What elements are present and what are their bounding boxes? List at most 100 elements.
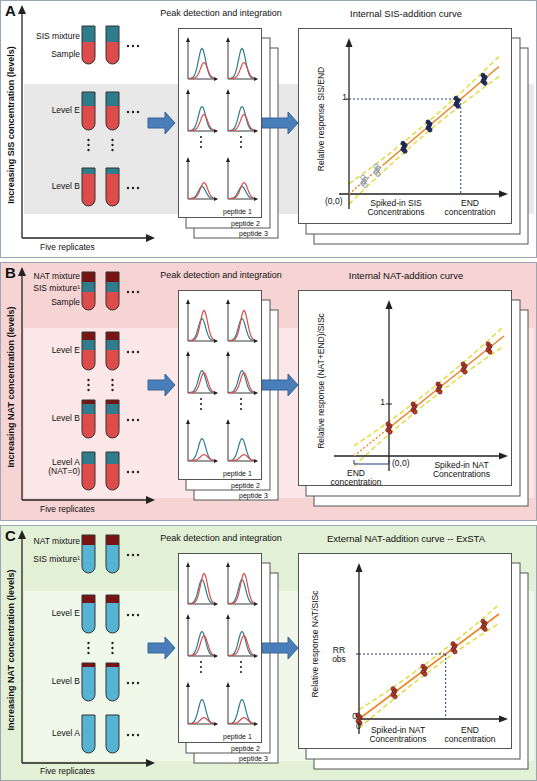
axis-title: Increasing NAT concentration (levels) (4, 535, 18, 765)
annotation: END concentration (439, 726, 501, 745)
tube-fill (82, 545, 95, 581)
ellipsis-dot (200, 408, 202, 410)
data-point (376, 172, 380, 176)
axis (22, 762, 148, 763)
tube-fill (106, 174, 119, 214)
tube (106, 92, 119, 130)
ellipsis-dot (240, 671, 242, 673)
guide-line (359, 654, 446, 655)
arrowhead (18, 5, 26, 14)
chromatogram-axes (228, 616, 257, 656)
nat-peak (189, 636, 214, 656)
axis-title: Spiked-in NAT Concentrations (361, 726, 435, 745)
nat-peak (229, 183, 254, 199)
tube-fill (82, 715, 95, 761)
nat-peak (229, 636, 254, 656)
data-point (393, 695, 397, 699)
arrowhead (186, 562, 190, 567)
peptide-label: peptide 2 (231, 482, 260, 490)
ellipsis-dot (127, 471, 129, 473)
ellipsis-dot (132, 614, 134, 616)
tube-fill (82, 603, 95, 639)
curve-panel: Internal SIS-addition curveRelative resp… (298, 28, 512, 224)
calibration-plot (299, 291, 513, 487)
arrowhead (226, 89, 230, 94)
tube (82, 26, 95, 64)
tube-fill (82, 452, 95, 464)
annotation: END concentration (439, 199, 501, 218)
ellipsis-dot (200, 671, 202, 673)
ellipsis-dot (111, 144, 113, 146)
nat-peak (229, 115, 254, 131)
peptide-label: peptide 1 (223, 733, 252, 741)
ellipsis-dot (240, 398, 242, 400)
chromatogram-axes (188, 353, 217, 393)
tube-fill (106, 340, 119, 350)
arrowhead (186, 351, 190, 356)
ellipsis-dot (127, 187, 129, 189)
ellipsis-dot (137, 291, 139, 293)
arrowhead (186, 614, 190, 619)
chromatogram-axes (228, 353, 257, 393)
data-point (388, 430, 392, 434)
origin-label: (0,0) (325, 197, 342, 206)
peptide-label: peptide 1 (223, 208, 252, 216)
ellipsis-dot (137, 614, 139, 616)
axis-title: Five replicates (40, 243, 95, 252)
arrowhead (186, 37, 190, 42)
axis (21, 537, 22, 763)
confidence-band (354, 326, 504, 446)
tube-fill (82, 168, 95, 174)
regression-line (389, 336, 504, 428)
peak-panel: Peak detection and integrationpeptide 1p… (178, 553, 262, 743)
arrowhead (18, 530, 26, 539)
nat-peak (229, 455, 254, 461)
calibration-plot (299, 29, 513, 225)
nat-peak (189, 455, 214, 461)
tube-fill (82, 663, 95, 667)
tube-fill (82, 595, 95, 603)
chromatogram-axes (188, 159, 217, 199)
arrowhead (499, 191, 508, 198)
tube-fill (106, 26, 119, 42)
ellipsis-dot (240, 403, 242, 405)
level-label: Level B (22, 182, 80, 191)
block-arrow (262, 637, 298, 659)
level-label: Level A (NAT=0) (26, 458, 80, 477)
data-point (483, 81, 487, 85)
ellipsis-dot (111, 652, 113, 654)
arrowhead (214, 339, 218, 343)
guide-line (349, 99, 461, 100)
block-arrow (262, 112, 298, 134)
chromatogram-axes (188, 684, 217, 724)
tube (82, 535, 95, 573)
ellipsis-dot (132, 45, 134, 47)
guide-line (445, 654, 446, 719)
panel-title: Internal NAT-addition curve (299, 271, 513, 281)
ellipsis-dot (127, 291, 129, 293)
data-point (456, 104, 460, 108)
panel: APeak detection and integrationpeptide 1… (0, 0, 537, 258)
data-point (483, 627, 487, 631)
axis-title: Spiked-in SIS Concentrations (357, 199, 435, 218)
nat-peak (229, 373, 254, 393)
tube-fill (106, 545, 119, 581)
sis-peak (189, 632, 214, 656)
arrowhead (214, 602, 218, 606)
tube-fill (106, 663, 119, 667)
level-label: Level B (22, 677, 80, 686)
label: Sample (22, 50, 80, 59)
calibration-plot (299, 554, 513, 750)
sis-peak (189, 700, 214, 724)
ellipsis-dot (240, 141, 242, 143)
tube-fill (106, 42, 119, 72)
extrapolated-fit (349, 164, 384, 194)
peptide-label: peptide 2 (231, 745, 260, 753)
ellipsis-dot (111, 139, 113, 141)
tube-fill (106, 404, 119, 414)
tube-fill (106, 332, 119, 340)
tick-label: 0 (356, 722, 361, 731)
ellipsis-dot (87, 389, 89, 391)
arrowhead (254, 459, 258, 463)
tube-fill (106, 535, 119, 545)
